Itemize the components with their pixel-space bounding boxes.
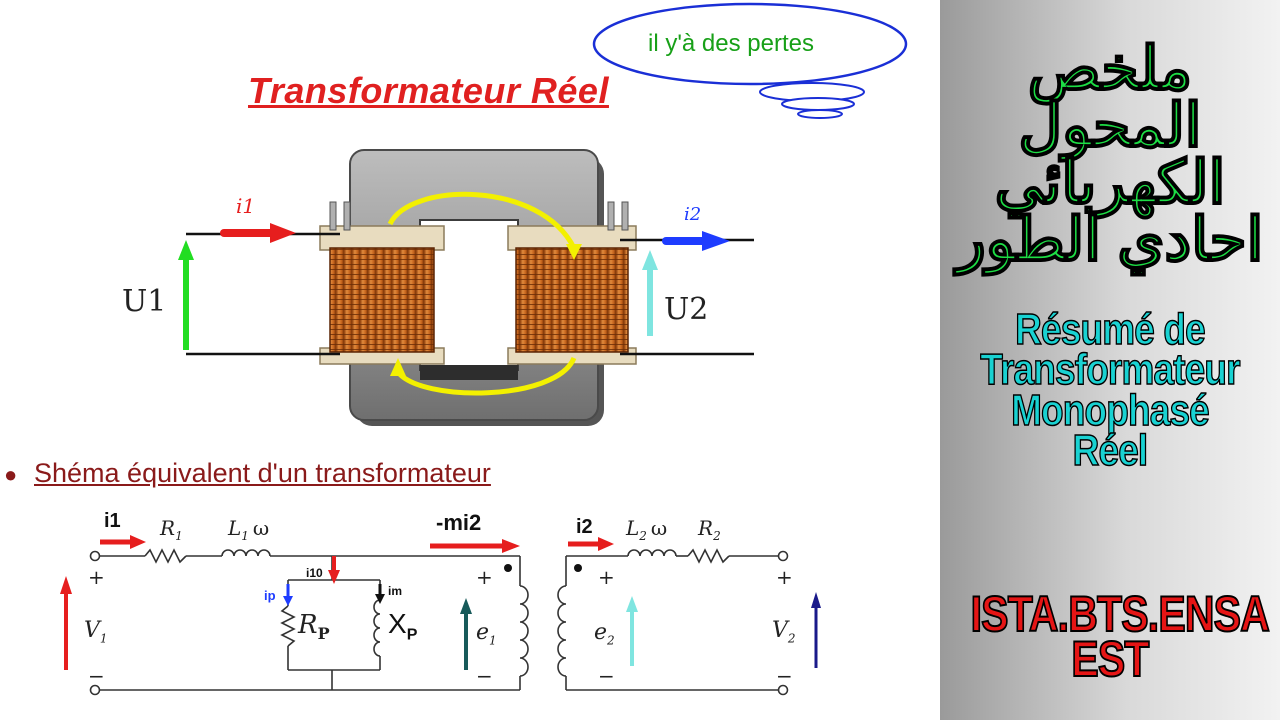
circuit-label-e2: e2: [594, 620, 615, 648]
minus-sign-v1: −: [88, 664, 105, 688]
circuit-label-im: im: [388, 584, 403, 598]
arabic-title-line: ملخص المحول: [1018, 35, 1203, 159]
label-i2-top: i2: [684, 204, 702, 225]
plus-sign-e1: +: [476, 565, 493, 589]
bullet-heading: Shéma équivalent d'un transformateur: [34, 458, 491, 488]
circuit-label-ip: ip: [264, 588, 276, 603]
french-title-line: Transformateur: [980, 345, 1241, 395]
speech-bubble: [592, 2, 908, 119]
arabic-title-line: احادي الطور: [956, 206, 1265, 273]
arabic-title-line: الكهربائي: [994, 149, 1227, 216]
speech-bubble-text: il y'à des pertes: [648, 30, 814, 57]
diagram-title: Transformateur Réel: [248, 70, 609, 111]
side-panel: [940, 0, 1280, 720]
equivalent-circuit: [60, 535, 821, 696]
circuit-label-Xp: XP: [388, 608, 418, 644]
circuit-label-i10: i10: [306, 566, 323, 580]
arabic-title: ملخص المحول الكهربائي احادي الطور: [940, 35, 1280, 273]
label-U1: U1: [122, 284, 167, 319]
bullet-icon: ●: [4, 462, 18, 487]
minus-sign-v2: −: [776, 664, 793, 688]
schools-title: ISTA.BTS.ENSA EST: [970, 586, 1271, 687]
circuit-label-V1: V1: [84, 618, 108, 646]
diagram-area: il y'à des pertes Transformateur Réel: [4, 2, 908, 696]
schools-line: ISTA.BTS.ENSA: [970, 586, 1271, 642]
label-U2: U2: [664, 292, 709, 327]
plus-sign-e2: +: [598, 565, 615, 589]
french-title-line: Résumé de: [1015, 305, 1207, 354]
french-title-line: Réel: [1072, 426, 1149, 476]
circuit-label-i1: i1: [104, 510, 121, 532]
french-title-line: Monophasé: [1010, 385, 1210, 435]
plus-sign-v2: +: [776, 565, 793, 589]
minus-sign-e1: −: [476, 664, 493, 688]
plus-sign-v1: +: [88, 565, 105, 589]
circuit-label-mi2: -mi2: [436, 510, 482, 535]
circuit-label-Rp: RP: [298, 610, 330, 644]
circuit-label-R2: R2: [698, 516, 721, 543]
french-title: Résumé de Transformateur Monophasé Réel: [967, 305, 1253, 476]
circuit-label-V2: V2: [772, 618, 796, 646]
schools-line: EST: [1071, 631, 1151, 687]
minus-sign-e2: −: [598, 664, 615, 688]
circuit-label-i2: i2: [576, 516, 593, 538]
circuit-label-e1: e1: [476, 620, 497, 648]
circuit-label-R1: R1: [160, 516, 183, 543]
label-i1-top: i1: [236, 194, 256, 218]
transformer-illustration: [178, 149, 754, 426]
